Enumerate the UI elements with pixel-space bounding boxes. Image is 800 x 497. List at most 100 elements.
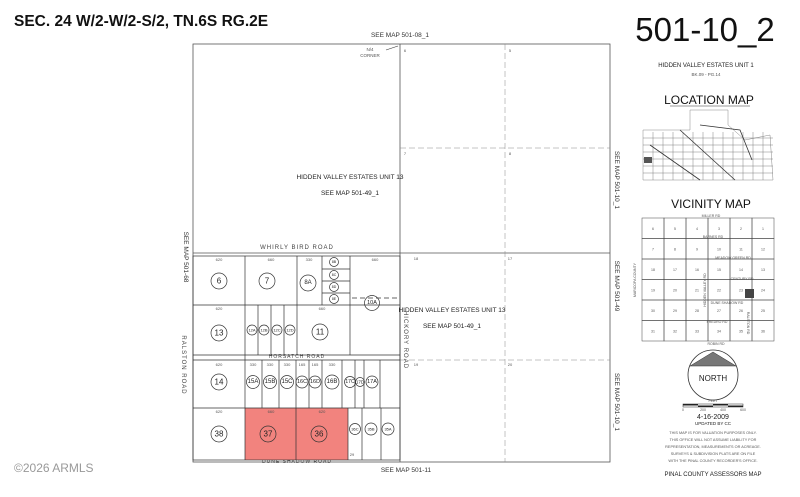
road-miller: MILLER RD xyxy=(702,214,721,218)
road-horsatch: HORSATCH ROAD xyxy=(269,354,326,360)
vicinity-section-number: 1 xyxy=(762,227,764,231)
parcel[interactable]: 17C xyxy=(344,376,356,388)
svg-text:17D: 17D xyxy=(356,380,365,385)
svg-text:200: 200 xyxy=(700,408,706,412)
parcel[interactable]: 14 xyxy=(210,373,228,391)
svg-text:12C: 12C xyxy=(273,328,280,333)
vicinity-section: 29 xyxy=(663,299,687,321)
road-dune-shadow-vicinity: DUNE SHADOW RD xyxy=(711,301,744,305)
dimension-labels: 620 660 330 660 620 660 620 330 330 330 … xyxy=(216,257,379,414)
svg-text:5: 5 xyxy=(509,48,512,53)
svg-text:6: 6 xyxy=(217,277,222,286)
parcel[interactable]: 38 xyxy=(210,425,228,443)
see-map-right-lower[interactable]: SEE MAP 501-10_1 xyxy=(613,373,620,431)
svg-text:16D: 16D xyxy=(310,379,320,385)
county-label: MARICOPA COUNTY xyxy=(633,262,637,297)
svg-text:17A: 17A xyxy=(367,379,377,385)
parcel[interactable]: 8D xyxy=(329,282,339,292)
parcel[interactable]: 15C xyxy=(280,375,294,389)
parcel[interactable]: 15A xyxy=(246,375,260,389)
parcel[interactable]: 35A xyxy=(381,422,395,436)
svg-text:660: 660 xyxy=(319,306,326,311)
svg-text:330: 330 xyxy=(250,362,257,367)
parcel[interactable]: 8E xyxy=(329,294,339,304)
location-marker-icon xyxy=(644,157,652,163)
svg-text:THIS OFFICE WILL NOT ASSUME LI: THIS OFFICE WILL NOT ASSUME LIABILITY FO… xyxy=(670,438,757,442)
svg-text:8C: 8C xyxy=(332,273,337,277)
svg-text:13: 13 xyxy=(215,329,224,338)
svg-text:17: 17 xyxy=(508,256,513,261)
parcel[interactable]: 8B xyxy=(329,257,339,267)
see-map-left[interactable]: SEE MAP 501-68 xyxy=(182,232,189,283)
parcel[interactable]: 13 xyxy=(210,324,228,342)
parcel[interactable]: 16B xyxy=(324,374,340,390)
svg-text:15A: 15A xyxy=(248,379,259,385)
vicinity-section-number: 13 xyxy=(761,268,765,272)
vicinity-section-number: 4 xyxy=(696,227,698,231)
corner-arrow-icon xyxy=(385,45,399,51)
section-title: SEC. 24 W/2-W/2-S/2, TN.6S RG.2E xyxy=(14,13,268,30)
north-label: NORTH xyxy=(699,374,728,383)
vicinity-section: 20 xyxy=(663,279,687,301)
svg-text:WITH THE PINAL COUNTY RECORDER: WITH THE PINAL COUNTY RECORDER'S OFFICE. xyxy=(668,459,757,463)
vicinity-section: 15 xyxy=(707,258,731,280)
unit13-lower-see[interactable]: SEE MAP 501-49_1 xyxy=(423,323,481,330)
parcel[interactable]: 16C xyxy=(295,375,309,389)
vicinity-section-number: 25 xyxy=(761,309,765,313)
parcel[interactable]: 16D xyxy=(308,375,322,389)
vicinity-section-number: 17 xyxy=(673,268,677,272)
vicinity-section-number: 28 xyxy=(695,309,699,313)
svg-text:330: 330 xyxy=(284,362,291,367)
parcel[interactable]: 36 xyxy=(310,425,328,443)
parcel[interactable]: 12D xyxy=(284,324,296,336)
parcel[interactable]: 12B xyxy=(258,324,270,336)
parcel[interactable]: 15B xyxy=(263,375,277,389)
parcel[interactable]: 37 xyxy=(259,425,277,443)
parcel[interactable]: 8C xyxy=(329,270,339,280)
svg-text:16B: 16B xyxy=(327,379,338,385)
see-map-top[interactable]: SEE MAP 501-08_1 xyxy=(371,32,429,39)
section-numbers: 6 5 7 8 18 17 19 20 29 xyxy=(350,48,513,457)
highlighted-parcels xyxy=(245,408,348,460)
parcel[interactable]: 12A xyxy=(246,324,258,336)
see-map-right-upper[interactable]: SEE MAP 501-10_1 xyxy=(613,151,620,209)
svg-text:8: 8 xyxy=(509,151,512,156)
svg-text:37: 37 xyxy=(264,430,273,439)
see-map-right-middle[interactable]: SEE MAP 501-49 xyxy=(613,261,620,312)
road-hidden-valley: HIDDEN VALLEY RD xyxy=(703,273,707,307)
map-date: 4-16-2009 xyxy=(697,414,729,421)
svg-text:36C: 36C xyxy=(351,427,358,432)
svg-text:8B: 8B xyxy=(332,260,337,264)
svg-text:29: 29 xyxy=(350,452,355,457)
road-robin: ROBIN RD xyxy=(707,342,725,346)
vicinity-section-number: 8 xyxy=(674,247,676,251)
parcel[interactable]: 36C xyxy=(349,423,361,435)
parcel[interactable]: 35B xyxy=(364,422,378,436)
svg-text:38: 38 xyxy=(215,430,224,439)
parcel[interactable]: 8A xyxy=(299,274,317,292)
vicinity-section: 17 xyxy=(663,258,687,280)
parcel[interactable]: 6 xyxy=(210,272,228,290)
road-century: CENTURY RD xyxy=(731,277,754,281)
svg-text:14: 14 xyxy=(215,378,224,387)
svg-text:17C: 17C xyxy=(345,379,355,385)
vicinity-section-number: 7 xyxy=(652,247,654,251)
svg-text:400: 400 xyxy=(720,408,726,412)
svg-text:12B: 12B xyxy=(260,328,267,333)
see-map-bottom[interactable]: SEE MAP 501-11 xyxy=(381,467,432,474)
svg-text:12A: 12A xyxy=(248,328,255,333)
parcel[interactable]: 17A xyxy=(365,375,379,389)
svg-text:SURVEYS & SUBDIVISION PLATS AR: SURVEYS & SUBDIVISION PLATS ARE ON FILE xyxy=(671,452,756,456)
unit13-upper-see[interactable]: SEE MAP 501-49_1 xyxy=(321,190,379,197)
parcel[interactable]: 10A xyxy=(364,295,380,311)
svg-text:8E: 8E xyxy=(332,297,337,301)
parcel[interactable]: 7 xyxy=(258,272,276,290)
parcel[interactable]: 12C xyxy=(271,324,283,336)
vicinity-section-number: 16 xyxy=(695,268,699,272)
vicinity-section-number: 3 xyxy=(718,227,720,231)
svg-text:10A: 10A xyxy=(367,300,377,306)
parcel[interactable]: 11 xyxy=(311,323,329,341)
parcel[interactable]: 17D xyxy=(355,377,365,387)
vicinity-section: 22 xyxy=(707,279,731,301)
vicinity-section: 9 xyxy=(685,238,709,260)
